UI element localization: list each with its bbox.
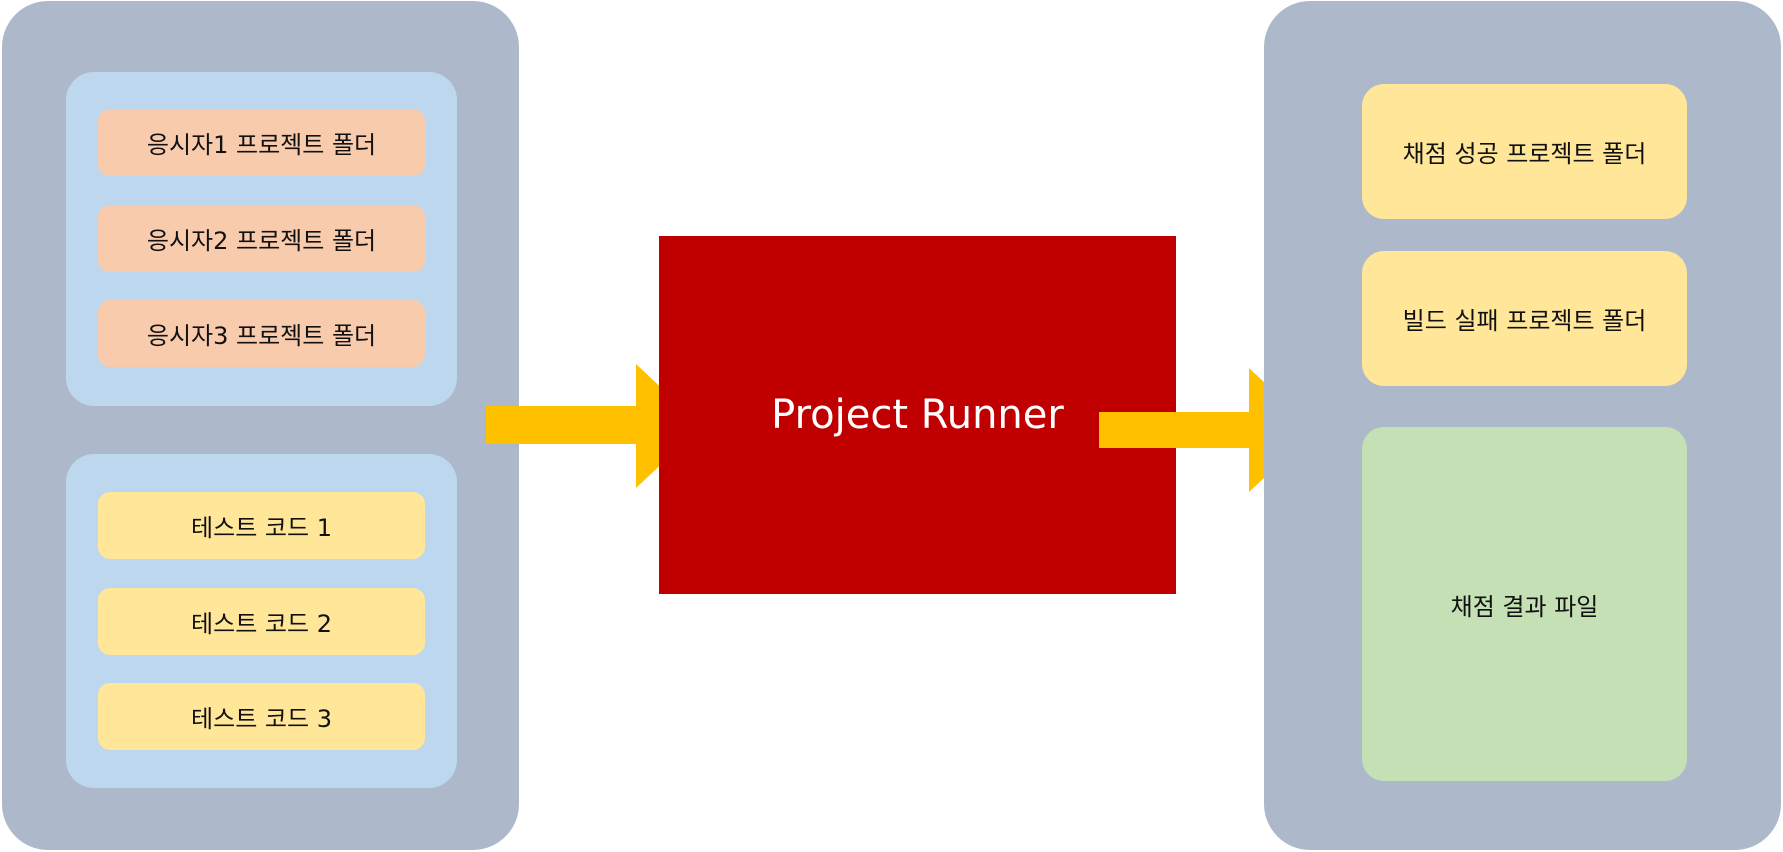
test-code-2: 테스트 코드 2 <box>98 588 425 655</box>
grading-result-file: 채점 결과 파일 <box>1362 427 1687 781</box>
build-failure-folder: 빌드 실패 프로젝트 폴더 <box>1362 251 1687 386</box>
project-folder-3: 응시자3 프로젝트 폴더 <box>98 300 425 367</box>
output-arrow-shape <box>1099 368 1315 492</box>
project-folder-1: 응시자1 프로젝트 폴더 <box>98 109 425 176</box>
test-code-3: 테스트 코드 3 <box>98 683 425 750</box>
input-arrow-icon <box>486 364 702 488</box>
project-runner-box: Project Runner <box>659 236 1176 594</box>
test-code-1: 테스트 코드 1 <box>98 492 425 559</box>
input-arrow-shape <box>486 364 702 488</box>
graded-success-folder: 채점 성공 프로젝트 폴더 <box>1362 84 1687 219</box>
project-folder-2: 응시자2 프로젝트 폴더 <box>98 205 425 272</box>
output-arrow-icon <box>1099 368 1315 492</box>
